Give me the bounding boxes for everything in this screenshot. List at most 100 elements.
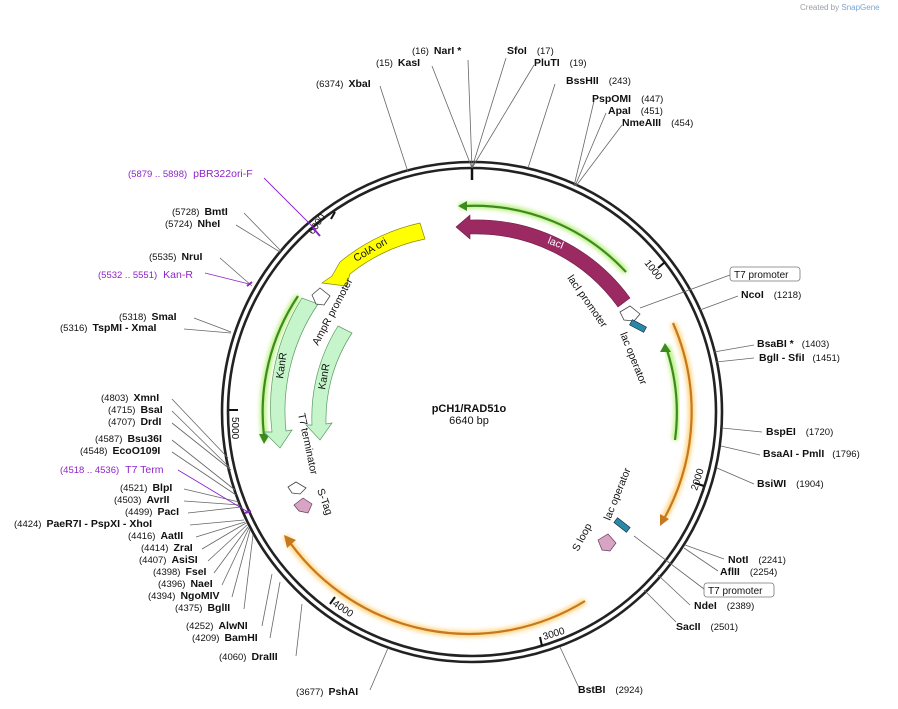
enzyme-noti: NotI(2241) (728, 554, 786, 566)
feature-lacI (455, 214, 631, 308)
t7-promoter-bottom-box (703, 582, 775, 598)
enzyme-bstbi-name: BstBI (578, 684, 606, 696)
primer-kan-r-name: Kan-R (163, 269, 193, 281)
enzyme-nrui-position: (5535) (149, 252, 176, 263)
enzyme-pspomi-name: PspOMI (592, 93, 631, 105)
leader-line-bsai (171, 410, 231, 469)
enzyme-sfii: BglI - SfiI(1451) (759, 352, 840, 364)
leader-line-draiii (295, 603, 303, 657)
feature-ampR-promoter (311, 287, 331, 306)
enzyme-ndei: NdeI(2389) (694, 600, 754, 612)
orf-lacI (464, 204, 627, 273)
enzyme-bmti-name: BmtI (204, 206, 227, 218)
enzyme-bsu36i: (4587)Bsu36I (95, 433, 162, 445)
boxed-feature-labels: T7 promoter T7 promoter (703, 266, 801, 598)
enzyme-xbai-name: XbaI (348, 78, 370, 90)
enzyme-ngomiv-position: (4394) (148, 591, 175, 602)
primer-kan-r-mark (246, 281, 253, 287)
enzyme-naei-name: NaeI (190, 578, 212, 590)
enzyme-blpi: (4521)BlpI (120, 482, 172, 494)
enzyme-sfoi-name: SfoI (507, 45, 527, 57)
primer-t7-term-name: T7 Term (125, 464, 164, 476)
primer-kan-r-range: (5532 .. 5551) (98, 270, 157, 281)
enzyme-pmli-position: (1796) (832, 449, 859, 460)
enzyme-nrui: (5535)NruI (149, 251, 203, 263)
enzyme-bsiwi-position: (1904) (796, 479, 823, 490)
enzyme-apai: ApaI(451) (608, 105, 663, 117)
t7-promoter-bottom-label: T7 promoter (708, 586, 763, 597)
enzyme-fsei-name: FseI (185, 566, 206, 578)
enzyme-bstbi-position: (2924) (615, 685, 642, 696)
feature-s-loop-label: S loop (570, 521, 595, 553)
enzyme-bsai: (4715)BsaI (108, 404, 163, 416)
feature-lacI-promoter (619, 305, 641, 322)
enzyme-pshai-name: PshAI (328, 686, 358, 698)
enzyme-naei: (4396)NaeI (158, 578, 213, 590)
plasmid-length: 6640 bp (449, 415, 489, 427)
enzyme-xhoi: (4424) PaeR7I - PspXI - XhoI (14, 518, 152, 530)
tick-6000 (330, 211, 336, 220)
enzyme-bamhi: (4209)BamHI (192, 632, 258, 644)
enzyme-asisi-name: AsiSI (171, 554, 197, 566)
leader-line-bspei (721, 427, 763, 433)
leader-line-nrui (219, 257, 253, 287)
enzyme-alwni-name: AlwNI (218, 620, 247, 632)
enzyme-bmti: (5728)BmtI (172, 206, 228, 218)
enzyme-bsshii-name: BssHII (566, 75, 599, 87)
enzyme-pmli: BsaAI - PmlI(1796) (763, 448, 860, 460)
enzyme-bsshii-position: (243) (609, 76, 631, 87)
enzyme-xmni-name: XmnI (133, 392, 159, 404)
enzyme-kasi: (15)KasI (376, 57, 420, 69)
feature-lac-operator-bottom-label: lac operator (602, 466, 634, 522)
enzyme-paci: (4499)PacI (125, 506, 179, 518)
enzyme-drdi-position: (4707) (108, 417, 135, 428)
leader-line-ndei (657, 574, 691, 606)
orf-main-right-arrowhead (660, 514, 669, 526)
leader-line-bsabi (713, 344, 755, 353)
leader-line-t7-promoter-right (639, 274, 731, 309)
leader-line-aflii (683, 547, 719, 572)
enzyme-pshai: (3677)PshAI (296, 686, 358, 698)
enzyme-alwni: (4252)AlwNI (186, 620, 248, 632)
enzyme-bsabi-name: BsaBI (757, 338, 787, 350)
enzyme-bspei-name: BspEI (766, 426, 796, 438)
leader-line-bsu36i (171, 439, 236, 491)
enzyme-ndei-name: NdeI (694, 600, 717, 612)
enzyme-bsu36i-name: Bsu36I (127, 433, 162, 445)
enzyme-avrii-position: (4503) (114, 495, 141, 506)
enzyme-kasi-name: KasI (398, 57, 420, 69)
leader-line-saci (643, 589, 677, 623)
enzyme-nari-star: * (454, 45, 462, 57)
orf-bottom-arrowhead (284, 535, 296, 548)
enzyme-ncoi-name: NcoI (741, 289, 764, 301)
enzyme-xhoi-position: (4424) (14, 519, 41, 530)
enzyme-drdi-name: DrdI (140, 416, 161, 428)
orf-bottom (290, 543, 586, 636)
feature-kanR-outer-label: KanR (274, 351, 290, 379)
enzyme-bglii: (4375)BglII (175, 602, 230, 614)
enzyme-bstbi: BstBI (2924) (578, 684, 643, 696)
enzyme-sacii-name: SacII (676, 621, 701, 633)
leader-line-pspomi (573, 100, 595, 187)
primer-labels: (5879 .. 5898)pBR322ori-F (5532 .. 5551)… (60, 168, 253, 476)
primer-pbr322ori-f-name: pBR322ori-F (193, 168, 253, 180)
enzyme-xhoi-name: PaeR7I - PspXI - XhoI (46, 518, 152, 530)
feature-s-tag-label: S-Tag (314, 487, 335, 517)
leader-line-avrii (183, 500, 241, 506)
leader-line-apai (574, 112, 607, 187)
enzyme-nari-position: (16) (412, 46, 429, 57)
tick-2000 (694, 482, 705, 487)
enzyme-bsabi: BsaBI *(1403) (757, 338, 829, 350)
leader-line-drdi (171, 422, 232, 471)
enzyme-ecoo109i-name: EcoO109I (112, 445, 160, 457)
leader-line-t7-promoter-bottom (633, 535, 705, 590)
tick-3000 (539, 636, 543, 647)
enzyme-sfii-name: BglI - SfiI (759, 352, 805, 364)
enzyme-sacii: SacII(2501) (676, 621, 738, 633)
t7-promoter-right-label: T7 promoter (734, 270, 789, 281)
leader-line-ngomiv (231, 529, 251, 598)
enzyme-bglii-name: BglII (207, 602, 230, 614)
feature-kanR-outer (263, 297, 319, 449)
leader-line-pshai (369, 647, 389, 691)
